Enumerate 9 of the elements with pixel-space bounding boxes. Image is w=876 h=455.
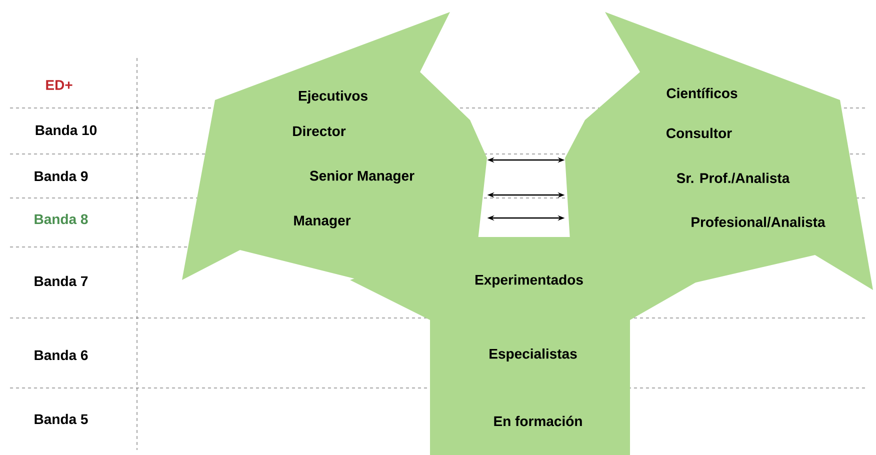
band-label: Banda 8 <box>34 214 88 224</box>
band-label: ED+ <box>46 80 72 90</box>
node-label: Especialistas <box>490 348 577 362</box>
node-label: En formación <box>494 416 582 426</box>
band-label: Banda 9 <box>34 170 88 182</box>
band-label: Banda 7 <box>34 276 88 286</box>
band-label: Banda 5 <box>34 414 88 424</box>
band-label: Banda 6 <box>34 350 88 360</box>
band-label: Banda 10 <box>36 124 97 136</box>
